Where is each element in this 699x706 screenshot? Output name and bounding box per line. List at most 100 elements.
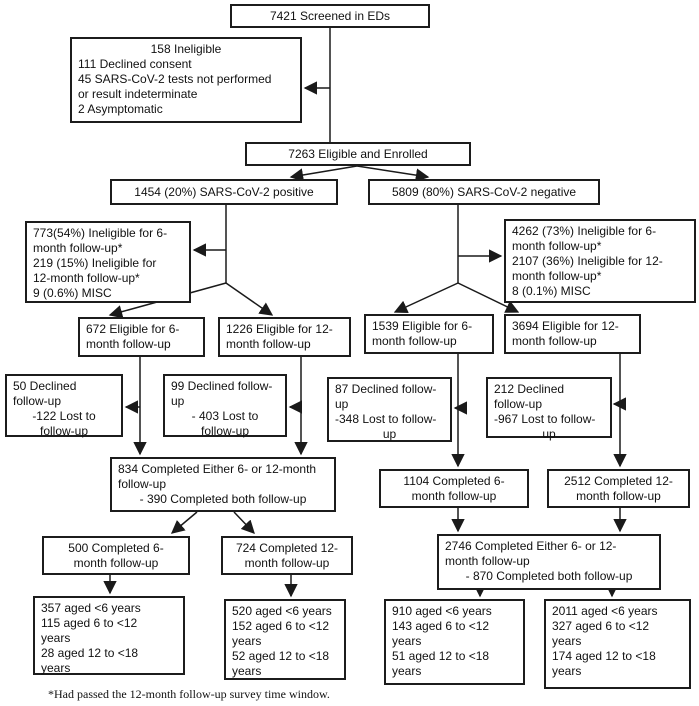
box-sars-positive: 1454 (20%) SARS-CoV-2 positive: [110, 179, 338, 205]
box-ages-negative-12mo: 2011 aged <6 years 327 aged 6 to <12 yea…: [544, 599, 691, 689]
box-text: month follow-up: [512, 334, 597, 348]
box-text: up: [335, 397, 349, 411]
box-text: 1539 Eligible for 6-: [372, 319, 473, 333]
box-text: month follow-up: [73, 555, 159, 570]
box-negative-declined-6mo: 87 Declined follow- up -348 Lost to foll…: [327, 377, 452, 442]
box-ineligible-top: 158 Ineligible 111 Declined consent 45 S…: [70, 37, 302, 123]
box-text: 7421 Screened in EDs: [269, 8, 391, 23]
box-text: follow-up: [200, 424, 250, 438]
box-text: follow-up: [39, 424, 89, 438]
box-text: month follow-up: [86, 337, 171, 351]
box-text: 7263 Eligible and Enrolled: [288, 146, 428, 161]
box-text: 8 (0.1%) MISC: [512, 284, 591, 298]
box-text: 5809 (80%) SARS-CoV-2 negative: [391, 184, 577, 199]
box-text: 212 Declined: [494, 382, 565, 396]
box-text: 2 Asymptomatic: [78, 102, 163, 116]
box-text: 174 aged 12 to <18: [552, 649, 656, 663]
box-text: 4262 (73%) Ineligible for 6-: [512, 224, 657, 238]
box-text: 834 Completed Either 6- or 12-month: [118, 462, 317, 476]
box-text: 910 aged <6 years: [392, 604, 492, 618]
box-positive-eligible-12mo: 1226 Eligible for 12- month follow-up: [218, 317, 351, 357]
box-negative-eligible-6mo: 1539 Eligible for 6- month follow-up: [364, 314, 494, 354]
box-text: 2107 (36%) Ineligible for 12-: [512, 254, 663, 268]
box-positive-eligible-6mo: 672 Eligible for 6- month follow-up: [78, 317, 205, 357]
box-text: - 870 Completed both follow-up: [465, 569, 633, 583]
box-text: month follow-up: [411, 488, 497, 503]
box-text: - 403 Lost to: [191, 409, 259, 423]
box-text: years: [392, 664, 422, 678]
box-text: 111 Declined consent: [78, 57, 192, 71]
box-text: 143 aged 6 to <12: [392, 619, 490, 633]
box-ages-positive-6mo: 357 aged <6 years 115 aged 6 to <12 year…: [33, 596, 185, 675]
box-positive-completed-either: 834 Completed Either 6- or 12-month foll…: [110, 457, 336, 512]
box-text: -348 Lost to follow-: [335, 412, 437, 426]
box-text: 158 Ineligible: [150, 42, 222, 56]
box-text: 2746 Completed Either 6- or 12-: [445, 539, 617, 553]
box-positive-declined-12mo: 99 Declined follow- up - 403 Lost to fol…: [163, 374, 287, 438]
box-text: 87 Declined follow-: [335, 382, 437, 396]
box-text: month follow-up*: [512, 269, 602, 283]
box-text: -122 Lost to: [32, 409, 96, 423]
box-text: follow-up: [13, 394, 62, 408]
box-text: follow-up: [118, 477, 167, 491]
box-text: 1226 Eligible for 12-: [226, 322, 333, 336]
box-text: 3694 Eligible for 12-: [512, 319, 619, 333]
box-text: month follow-up*: [512, 239, 602, 253]
box-negative-completed-either: 2746 Completed Either 6- or 12- month fo…: [437, 534, 661, 590]
box-enrolled: 7263 Eligible and Enrolled: [245, 142, 471, 166]
box-negative-completed-12mo: 2512 Completed 12- month follow-up: [547, 469, 690, 508]
box-text: 99 Declined follow-: [171, 379, 273, 393]
box-text: 51 aged 12 to <18: [392, 649, 490, 663]
box-screened: 7421 Screened in EDs: [230, 4, 430, 28]
box-text: 28 aged 12 to <18: [41, 646, 139, 660]
box-text: 2011 aged <6 years: [552, 604, 658, 618]
box-text: month follow-up: [576, 488, 661, 503]
box-text: 152 aged 6 to <12: [232, 619, 330, 633]
box-positive-ineligible: 773(54%) Ineligible for 6- month follow-…: [25, 221, 191, 303]
box-text: or result indeterminate: [78, 87, 198, 101]
box-text: month follow-up*: [33, 241, 123, 255]
box-text: - 390 Completed both follow-up: [139, 492, 307, 506]
box-text: 52 aged 12 to <18: [232, 649, 330, 663]
box-text: 1104 Completed 6-: [403, 473, 505, 488]
box-text: month follow-up: [372, 334, 457, 348]
box-negative-completed-6mo: 1104 Completed 6- month follow-up: [379, 469, 529, 508]
box-text: 1454 (20%) SARS-CoV-2 positive: [134, 184, 314, 199]
box-text: years: [41, 631, 71, 645]
box-text: 672 Eligible for 6-: [86, 322, 180, 336]
box-positive-declined-6mo: 50 Declined follow-up -122 Lost to follo…: [5, 374, 123, 438]
box-text: 2512 Completed 12-: [564, 473, 673, 488]
footnote: *Had passed the 12-month follow-up surve…: [48, 687, 330, 701]
box-text: 115 aged 6 to <12: [41, 616, 138, 630]
box-text: 219 (15%) Ineligible for: [33, 256, 157, 270]
box-text: years: [232, 634, 262, 648]
box-text: -967 Lost to follow-: [494, 412, 596, 426]
box-text: 724 Completed 12-: [235, 540, 339, 555]
box-text: years: [552, 664, 582, 678]
box-text: years: [41, 661, 71, 675]
box-text: years: [232, 664, 262, 678]
box-text: 9 (0.6%) MISC: [33, 286, 112, 300]
box-text: 327 aged 6 to <12: [552, 619, 650, 633]
box-text: month follow-up: [244, 555, 330, 570]
box-text: month follow-up: [226, 337, 311, 351]
box-positive-completed-6mo: 500 Completed 6- month follow-up: [42, 536, 190, 575]
box-text: 12-month follow-up*: [33, 271, 140, 285]
box-text: month follow-up: [445, 554, 530, 568]
box-positive-completed-12mo: 724 Completed 12- month follow-up: [221, 536, 353, 575]
box-negative-ineligible: 4262 (73%) Ineligible for 6- month follo…: [504, 219, 696, 303]
box-text: 357 aged <6 years: [41, 601, 141, 615]
box-text: up: [171, 394, 185, 408]
box-text: 773(54%) Ineligible for 6-: [33, 226, 168, 240]
box-text: 45 SARS-CoV-2 tests not performed: [78, 72, 272, 86]
box-text: 50 Declined: [13, 379, 77, 393]
box-ages-positive-12mo: 520 aged <6 years 152 aged 6 to <12 year…: [224, 599, 346, 680]
box-text: 500 Completed 6-: [68, 540, 164, 555]
box-ages-negative-6mo: 910 aged <6 years 143 aged 6 to <12 year…: [384, 599, 525, 685]
box-negative-declined-12mo: 212 Declined follow-up -967 Lost to foll…: [486, 377, 612, 441]
box-text: years: [552, 634, 582, 648]
box-negative-eligible-12mo: 3694 Eligible for 12- month follow-up: [504, 314, 641, 354]
box-text: up: [542, 427, 556, 441]
box-text: 520 aged <6 years: [232, 604, 332, 618]
